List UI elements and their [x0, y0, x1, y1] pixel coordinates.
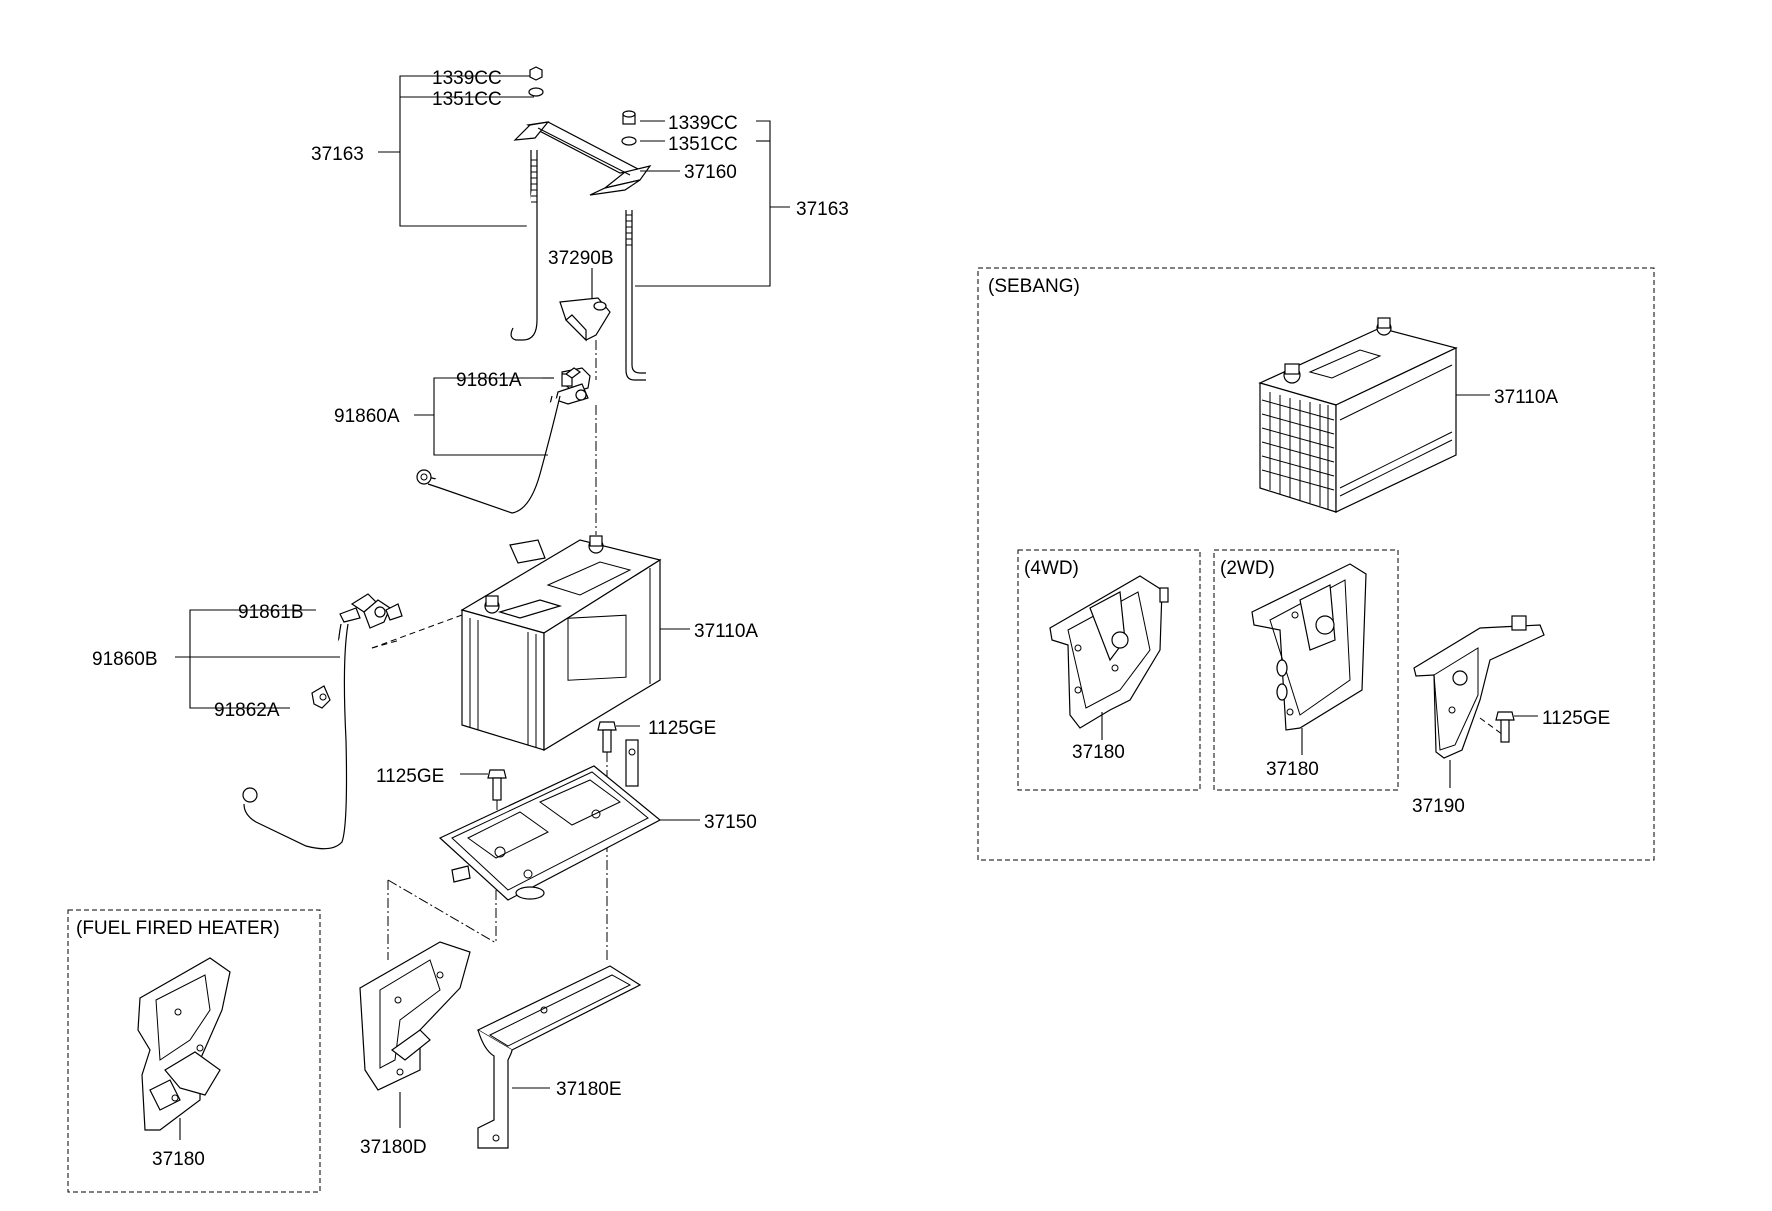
rod-right-leaders — [635, 120, 790, 287]
label-37180e: 37180E — [556, 1079, 622, 1100]
label-1351cc-left: 1351CC — [432, 89, 502, 110]
four-wd-box — [1017, 549, 1201, 791]
bracket-2wd-part — [1251, 563, 1367, 755]
label-1339cc-left: 1339CC — [432, 68, 502, 89]
label-91860a: 91860A — [334, 406, 400, 427]
label-37180-2wd: 37180 — [1266, 759, 1319, 780]
heater-bracket-part — [137, 957, 231, 1140]
label-sebang-group: (SEBANG) — [988, 276, 1080, 297]
label-91861a: 91861A — [456, 370, 522, 391]
label-37163-left: 37163 — [311, 144, 364, 165]
bracket-4wd-part — [1049, 575, 1169, 740]
rod-left-part — [510, 150, 538, 341]
label-4wd-group: (4WD) — [1024, 558, 1079, 579]
tray-part — [387, 739, 700, 960]
label-37180-heater: 37180 — [152, 1149, 205, 1170]
rod-left-leaders — [378, 75, 534, 227]
label-heater-group: (FUEL FIRED HEATER) — [76, 918, 280, 939]
label-91861b: 91861B — [238, 602, 304, 623]
nut-top-left-part — [528, 66, 544, 97]
bolt-right-part — [597, 721, 640, 960]
nut-top-right-part — [621, 110, 637, 146]
two-wd-box — [1213, 549, 1399, 791]
label-37180-4wd: 37180 — [1072, 742, 1125, 763]
bracket-37190-part — [1413, 615, 1545, 788]
neg-cable-part — [242, 593, 463, 850]
clamp-part — [513, 121, 652, 196]
label-2wd-group: (2WD) — [1220, 558, 1275, 579]
battery-main-part — [460, 535, 690, 752]
label-37150: 37150 — [704, 812, 757, 833]
label-37163-right: 37163 — [796, 199, 849, 220]
label-91860b: 91860B — [92, 649, 158, 670]
sebang-box — [977, 267, 1655, 861]
bolt-sebang-part — [1495, 711, 1538, 743]
label-37110a-main: 37110A — [694, 621, 758, 642]
terminal-cover-part — [559, 268, 611, 380]
label-37190: 37190 — [1412, 796, 1465, 817]
sebang-battery-part — [1258, 317, 1490, 513]
label-37110a-sebang: 37110A — [1494, 387, 1558, 408]
label-37160: 37160 — [684, 162, 737, 183]
neg-cable-leaders — [175, 609, 340, 709]
pos-cable-part — [416, 367, 597, 535]
label-1351cc-right: 1351CC — [668, 134, 738, 155]
label-37180d: 37180D — [360, 1137, 427, 1158]
label-37290b: 37290B — [548, 248, 614, 269]
fuel-heater-box — [67, 909, 321, 1193]
label-1125ge-sebang: 1125GE — [1542, 708, 1610, 729]
label-91862a: 91862A — [214, 700, 280, 721]
label-1125ge-left: 1125GE — [376, 766, 444, 787]
bracket-e-part — [476, 965, 642, 1149]
label-1125ge-right: 1125GE — [648, 718, 716, 739]
bracket-d-part — [359, 941, 471, 1128]
label-1339cc-right: 1339CC — [668, 113, 738, 134]
rod-right-part — [625, 210, 646, 381]
battery-label-sticker — [509, 539, 546, 564]
pos-cable-leaders — [414, 377, 554, 456]
